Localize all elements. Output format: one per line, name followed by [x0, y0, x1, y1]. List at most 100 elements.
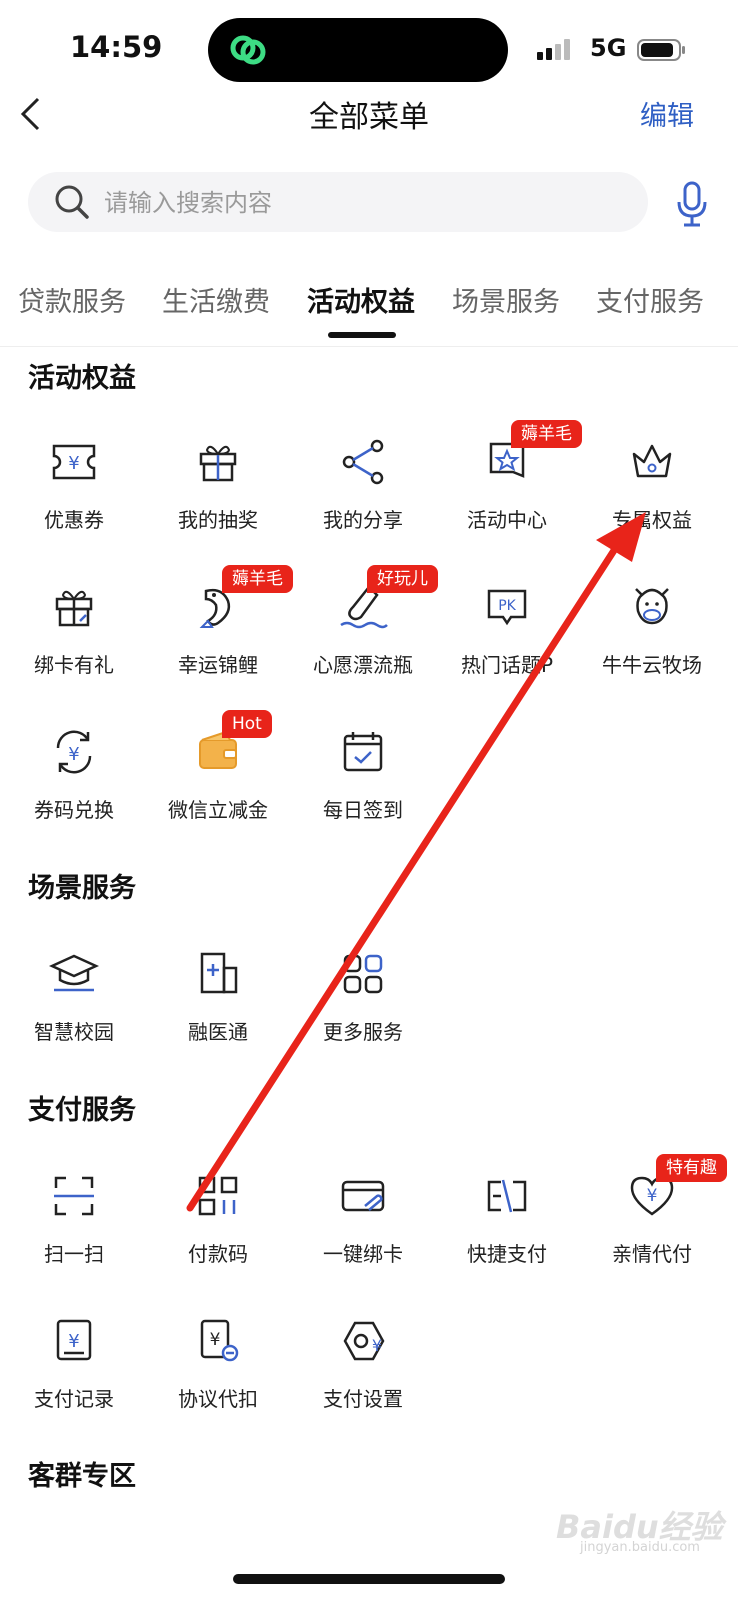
section-title-activity: 活动权益 — [28, 363, 136, 394]
svg-text:¥: ¥ — [210, 1330, 221, 1350]
promo-badge: 薅羊毛 — [222, 565, 293, 593]
menu-item-label: 牛牛云牧场 — [602, 653, 702, 677]
menu-item-label: 支付记录 — [34, 1387, 114, 1411]
gift-card-icon — [55, 590, 93, 627]
section-title-payment: 支付服务 — [28, 1095, 136, 1126]
menu-item-family-pay[interactable]: ¥ 亲情代付 特有趣 — [578, 1154, 727, 1296]
pk-icon: PK — [487, 589, 527, 626]
menu-item-lucky-koi[interactable]: 幸运锦鲤 薅羊毛 — [144, 565, 293, 707]
active-tab-indicator — [328, 332, 396, 338]
menu-item-label: 智慧校园 — [34, 1020, 114, 1044]
tab-payment[interactable]: 支付服务 — [596, 287, 704, 318]
menu-item-lottery[interactable]: 我的抽奖 — [144, 432, 292, 562]
menu-item-share[interactable]: 我的分享 — [289, 432, 437, 562]
tab-life-payment[interactable]: 生活缴费 — [162, 287, 270, 318]
menu-item-bind-card[interactable]: 一键绑卡 — [289, 1166, 437, 1296]
menu-item-label: 协议代扣 — [178, 1387, 258, 1411]
cow-icon — [635, 588, 669, 625]
menu-item-label: 一键绑卡 — [323, 1242, 403, 1266]
menu-item-code-exchange[interactable]: ¥ 券码兑换 — [0, 722, 148, 852]
menu-item-cow-ranch[interactable]: 牛牛云牧场 — [578, 577, 726, 707]
menu-item-exclusive-benefits[interactable]: 专属权益 — [578, 432, 726, 562]
scan-icon — [54, 1176, 94, 1216]
watermark-url: jingyan.baidu.com — [580, 1540, 700, 1555]
promo-badge: 特有趣 — [656, 1154, 727, 1182]
promo-badge: 薅羊毛 — [511, 420, 582, 448]
menu-item-label: 心愿漂流瓶 — [313, 653, 413, 677]
menu-item-label: 每日签到 — [323, 798, 403, 822]
menu-item-payment-record[interactable]: ¥ 支付记录 — [0, 1311, 148, 1441]
menu-item-medical[interactable]: 融医通 — [144, 944, 292, 1074]
menu-item-more-services[interactable]: 更多服务 — [289, 944, 437, 1074]
app-link-icon — [230, 35, 266, 65]
search-input[interactable] — [102, 172, 626, 234]
edit-button[interactable]: 编辑 — [640, 101, 694, 132]
menu-item-label: 幸运锦鲤 — [178, 653, 258, 677]
section-title-scene: 场景服务 — [28, 873, 136, 904]
network-label: 5G — [590, 34, 627, 62]
menu-item-label: 专属权益 — [612, 508, 692, 532]
menu-item-card-gift[interactable]: 绑卡有礼 — [0, 577, 148, 707]
back-arrow-icon[interactable] — [18, 96, 44, 132]
menu-item-coupon[interactable]: ¥ 优惠券 — [0, 432, 148, 562]
gift-icon — [199, 445, 237, 482]
menu-item-label: 券码兑换 — [34, 798, 114, 822]
watermark: Baidu经验 — [556, 1508, 723, 1546]
tab-activity[interactable]: 活动权益 — [307, 287, 415, 318]
section-title-customer-group: 客群专区 — [28, 1461, 136, 1492]
search-icon — [55, 185, 89, 219]
menu-item-label: 融医通 — [188, 1020, 248, 1044]
svg-text:¥: ¥ — [647, 1186, 658, 1206]
menu-item-smart-campus[interactable]: 智慧校园 — [0, 944, 148, 1074]
tab-loan[interactable]: 贷款服务 — [18, 287, 126, 318]
tab-scene[interactable]: 场景服务 — [452, 287, 560, 318]
deduct-icon: ¥ — [200, 1319, 239, 1362]
menu-item-hot-topics[interactable]: PK 热门话题P — [433, 577, 581, 707]
qr-code-icon — [198, 1176, 238, 1216]
menu-item-wish-bottle[interactable]: 心愿漂流瓶 好玩儿 — [289, 565, 438, 707]
menu-item-scan[interactable]: 扫一扫 — [0, 1166, 148, 1296]
crown-icon — [632, 444, 672, 478]
menu-item-label: 优惠券 — [44, 508, 104, 532]
svg-text:¥: ¥ — [68, 1331, 79, 1352]
signal-icon — [537, 39, 570, 60]
svg-text:¥: ¥ — [372, 1336, 382, 1355]
menu-item-quick-pay[interactable]: 快捷支付 — [433, 1166, 581, 1296]
graduation-cap-icon — [48, 954, 100, 992]
svg-text:¥: ¥ — [68, 744, 79, 765]
menu-item-agreement-deduct[interactable]: ¥ 协议代扣 — [144, 1311, 292, 1441]
record-icon: ¥ — [56, 1319, 92, 1361]
menu-item-label: 更多服务 — [323, 1020, 403, 1044]
tab-divider — [0, 346, 738, 347]
search-bar[interactable] — [28, 172, 648, 234]
grid-icon — [343, 954, 383, 994]
promo-badge: Hot — [222, 710, 272, 738]
menu-item-label: 热门话题P — [460, 653, 554, 677]
microphone-icon[interactable] — [675, 180, 709, 228]
menu-item-activity-center[interactable]: 活动中心 薅羊毛 — [433, 420, 582, 562]
promo-badge: 好玩儿 — [367, 565, 438, 593]
menu-item-payment-code[interactable]: 付款码 — [144, 1166, 292, 1296]
dynamic-island — [208, 18, 508, 82]
menu-item-label: 支付设置 — [323, 1387, 403, 1411]
menu-item-label: 我的分享 — [323, 508, 403, 532]
svg-text:PK: PK — [498, 598, 516, 614]
menu-item-wechat-discount[interactable]: 微信立减金 Hot — [144, 710, 292, 852]
home-indicator — [233, 1574, 505, 1584]
menu-item-label: 快捷支付 — [467, 1242, 547, 1266]
bank-card-icon — [341, 1180, 385, 1212]
battery-icon — [637, 39, 685, 61]
share-icon — [342, 439, 384, 485]
menu-item-daily-checkin[interactable]: 每日签到 — [289, 722, 437, 852]
menu-item-label: 付款码 — [188, 1242, 248, 1266]
menu-item-label: 扫一扫 — [44, 1242, 104, 1266]
menu-item-label: 绑卡有礼 — [34, 653, 114, 677]
menu-item-payment-settings[interactable]: ¥ 支付设置 — [289, 1311, 437, 1441]
pay-settings-icon: ¥ — [343, 1321, 385, 1361]
menu-item-label: 亲情代付 — [612, 1242, 692, 1266]
calendar-check-icon — [343, 732, 383, 772]
menu-item-label: 我的抽奖 — [178, 508, 258, 532]
exchange-icon: ¥ — [56, 730, 92, 774]
status-time: 14:59 — [70, 30, 163, 64]
menu-item-label: 微信立减金 — [168, 798, 268, 822]
